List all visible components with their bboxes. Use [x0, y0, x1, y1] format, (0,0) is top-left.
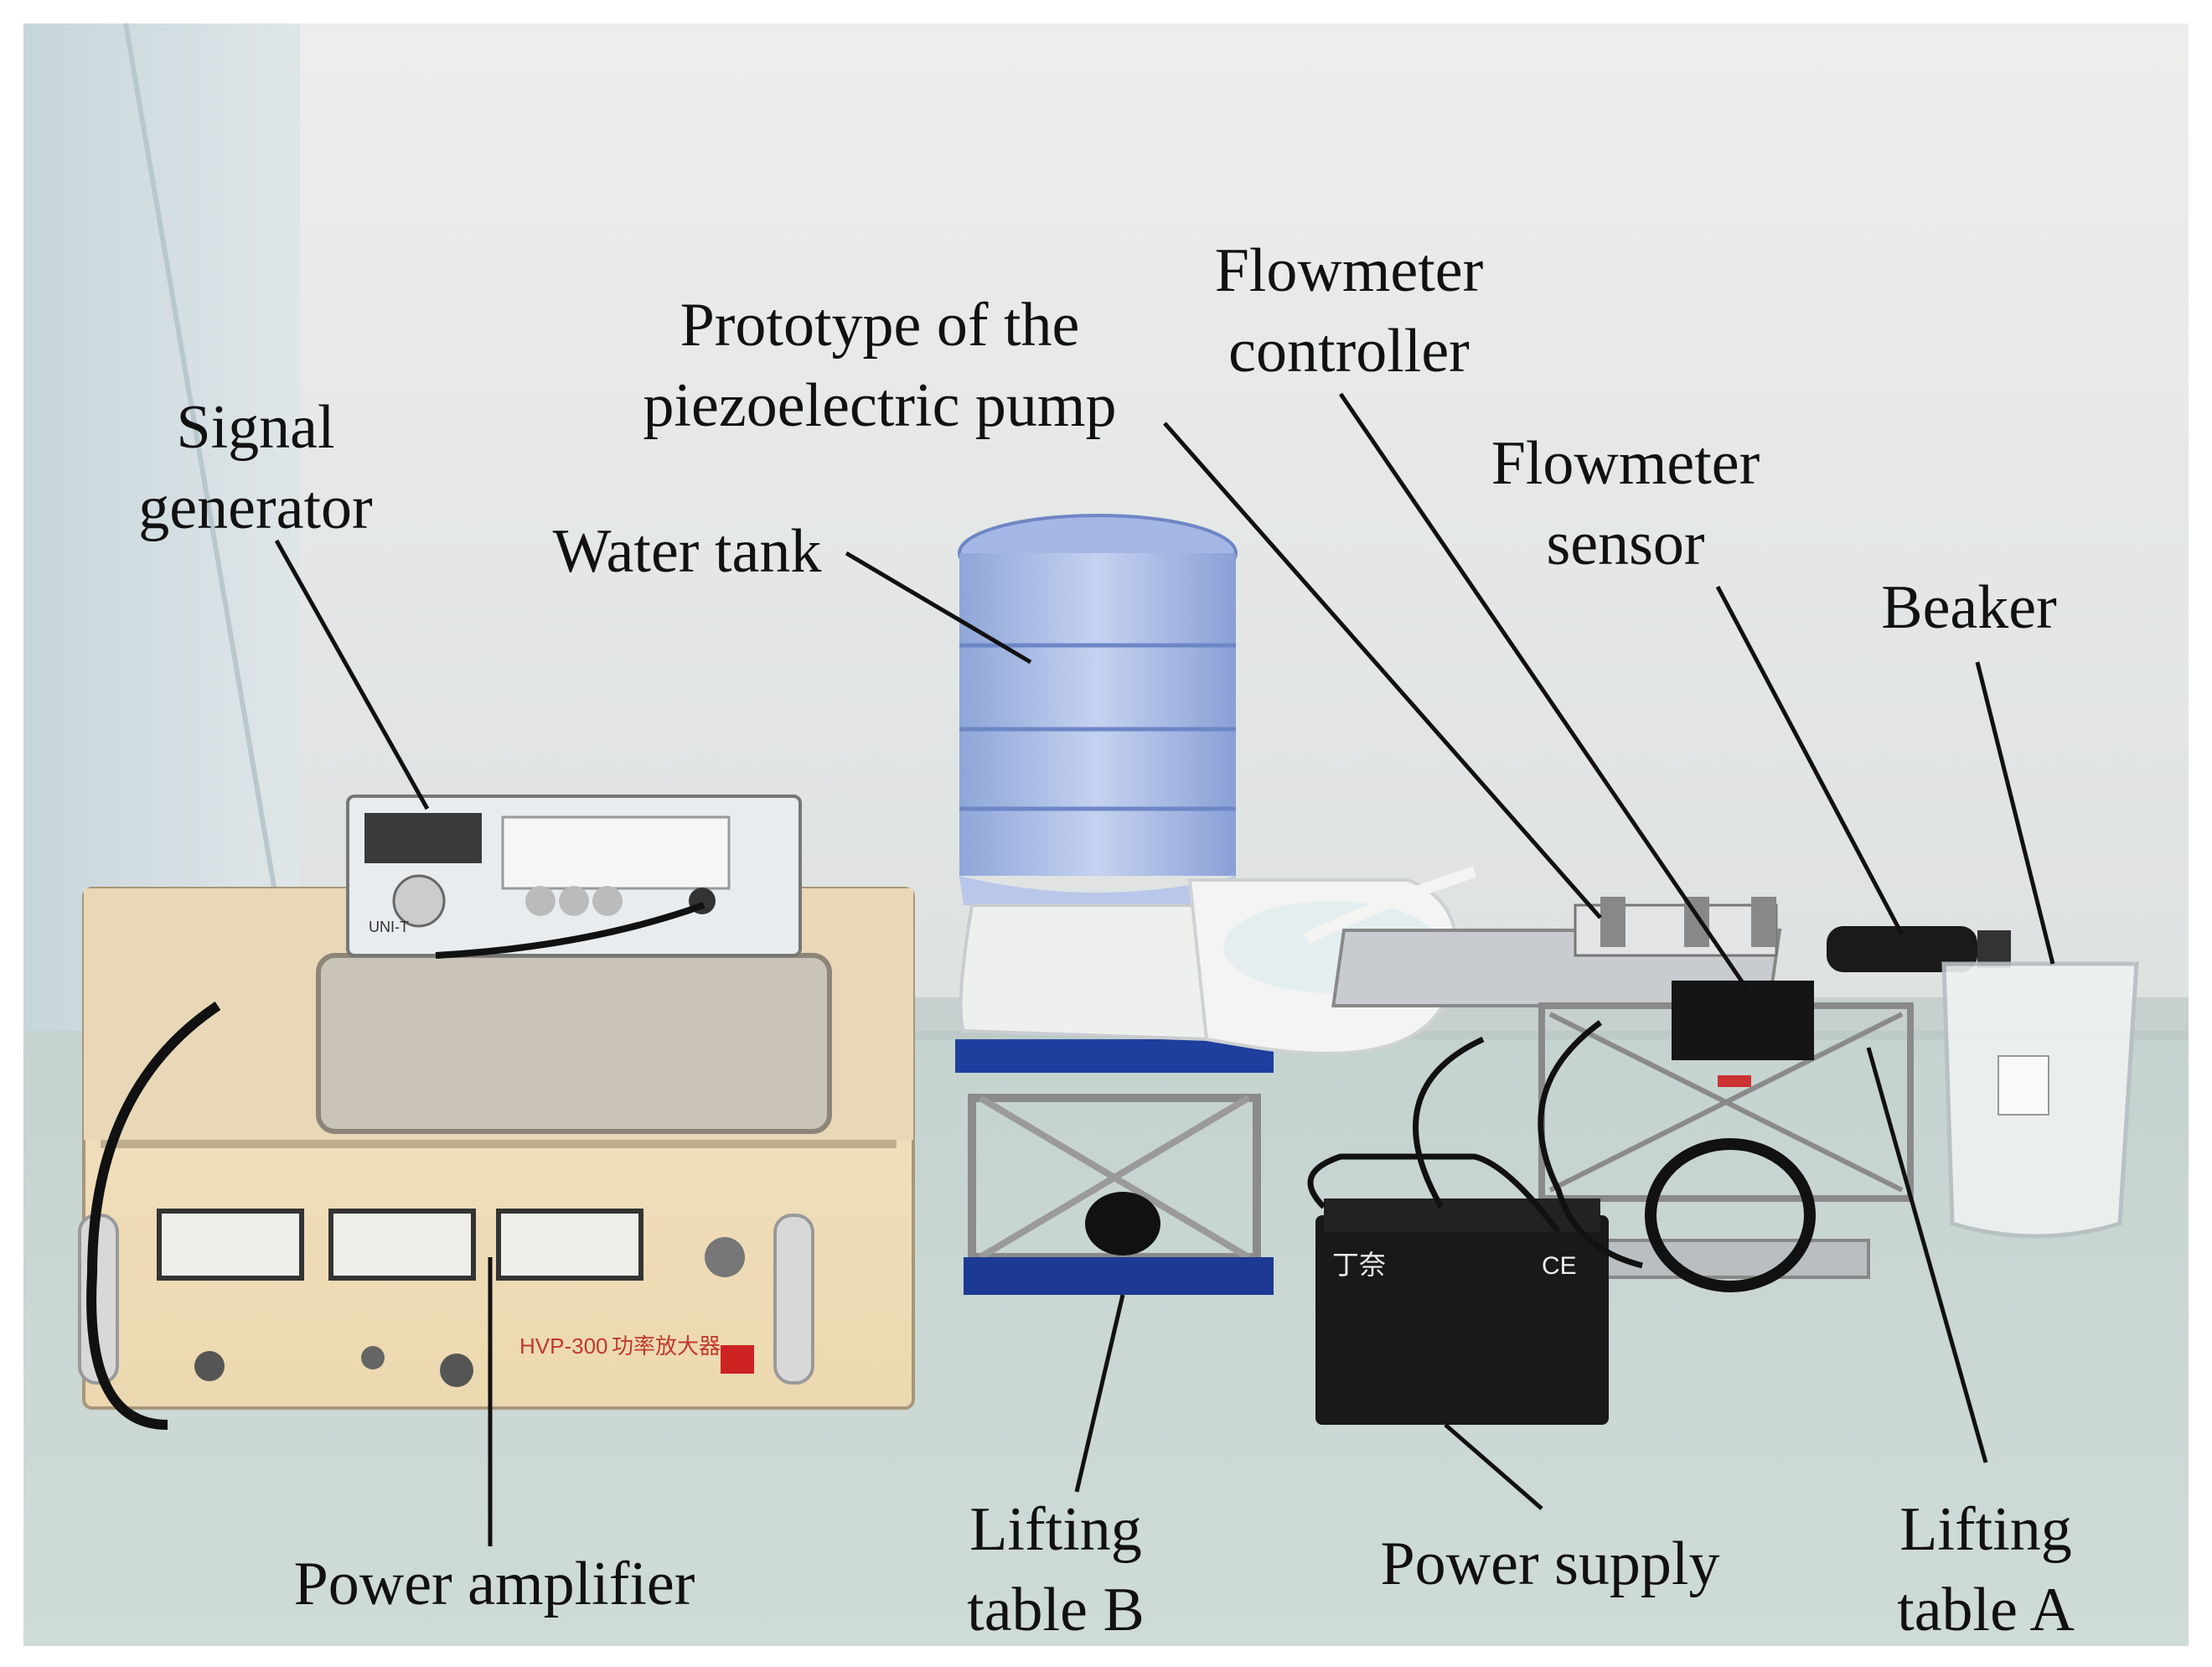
- generator-brand-text: UNI-T: [369, 919, 409, 935]
- flowmeter-controller: [1672, 981, 1814, 1060]
- pointer-water-tank: [845, 551, 1032, 665]
- power-amplifier: HVP-300 功率放大器: [78, 887, 915, 1430]
- lifting-table-b: [955, 1039, 1274, 1295]
- pointer-sensor: [1715, 585, 1904, 936]
- label-water-tank: Water tank: [552, 517, 822, 586]
- piezoelectric-pump-prototype: [1574, 897, 1778, 957]
- label-signal-generator: Signal generator: [138, 393, 373, 542]
- label-beaker: Beaker: [1881, 573, 2057, 642]
- label-power-amplifier: Power amplifier: [293, 1550, 695, 1618]
- amplifier-model-text: HVP-300: [519, 1333, 608, 1359]
- pointer-beaker: [1975, 661, 2055, 965]
- label-flowmeter-sensor: Flowmeter sensor: [1491, 429, 1760, 578]
- signal-generator: UNI-T: [346, 795, 802, 959]
- pointer-lines: [274, 392, 2055, 1546]
- battery-ce-text: CE: [1542, 1252, 1577, 1280]
- pointer-power-supply: [1444, 1423, 1543, 1510]
- pointer-signal-generator: [274, 539, 430, 810]
- label-power-supply: Power supply: [1380, 1530, 1720, 1598]
- label-prototype-pump: Prototype of the piezoelectric pump: [643, 291, 1117, 440]
- battery-brand-text: 丁奈: [1332, 1249, 1386, 1281]
- beaker: [1941, 961, 2139, 1239]
- label-lifting-table-b: Lifting table B: [967, 1495, 1145, 1644]
- pointer-lifting-table-a: [1866, 1047, 1988, 1463]
- label-lifting-table-a: Lifting table A: [1897, 1495, 2075, 1644]
- pointer-controller: [1338, 392, 1749, 991]
- pointer-lifting-table-b: [1074, 1294, 1125, 1493]
- power-supply-battery: 丁奈 CE: [1307, 1153, 1609, 1425]
- pointer-pump: [1163, 422, 1602, 919]
- amplifier-name-text: 功率放大器: [612, 1334, 721, 1359]
- label-flowmeter-controller: Flowmeter controller: [1214, 236, 1484, 386]
